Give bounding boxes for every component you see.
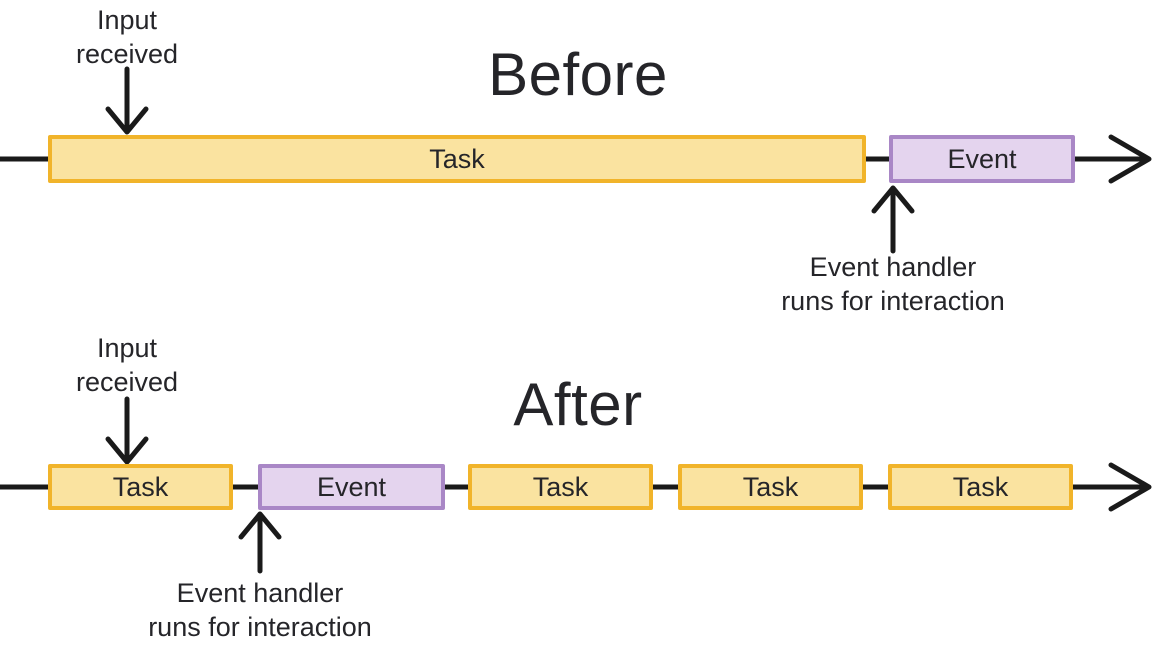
- after-task-box-4: Task: [888, 464, 1073, 510]
- before-task-label: Task: [429, 143, 485, 174]
- before-handler-up-arrow-icon: [871, 185, 915, 254]
- before-input-received-line2: received: [75, 39, 179, 69]
- before-input-received-line1: Input: [96, 5, 158, 35]
- after-task-box-3: Task: [678, 464, 863, 510]
- after-event-label: Event: [316, 471, 387, 502]
- after-task-2-label: Task: [532, 471, 589, 502]
- before-input-received-label: Input received: [76, 3, 178, 71]
- after-input-received-label: Input received: [76, 331, 178, 399]
- before-event-handler-label: Event handler runs for interaction: [781, 250, 1005, 318]
- after-handler-up-arrow-icon: [238, 511, 282, 574]
- after-task-box-1: Task: [48, 464, 233, 510]
- before-task-box: Task: [48, 135, 866, 183]
- after-task-4-label: Task: [952, 471, 1009, 502]
- before-input-down-arrow-icon: [105, 66, 149, 135]
- after-title: After: [513, 371, 643, 438]
- after-input-received-line1: Input: [96, 333, 158, 363]
- before-event-handler-line2: runs for interaction: [781, 286, 1005, 316]
- before-event-box: Event: [889, 135, 1075, 183]
- after-input-received-line2: received: [75, 367, 179, 397]
- before-title: Before: [488, 41, 668, 108]
- after-event-handler-line2: runs for interaction: [148, 612, 372, 642]
- before-event-label: Event: [947, 143, 1017, 174]
- after-event-handler-label: Event handler runs for interaction: [148, 576, 372, 644]
- after-event-box: Event: [258, 464, 445, 510]
- after-task-1-label: Task: [112, 471, 169, 502]
- after-input-down-arrow-icon: [105, 396, 149, 465]
- after-task-box-2: Task: [468, 464, 653, 510]
- after-task-3-label: Task: [742, 471, 799, 502]
- before-event-handler-line1: Event handler: [809, 252, 977, 282]
- after-event-handler-line1: Event handler: [176, 578, 344, 608]
